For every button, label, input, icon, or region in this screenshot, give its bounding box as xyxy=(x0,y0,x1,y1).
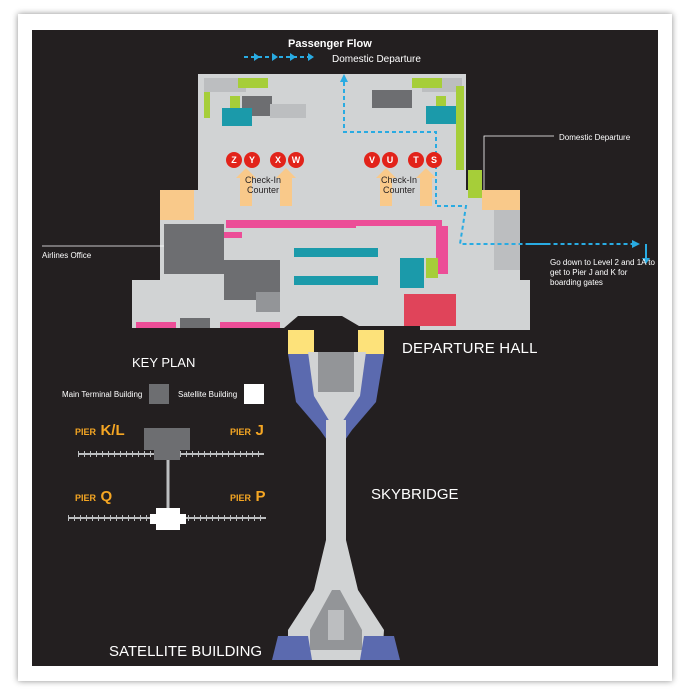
zone-marker: V xyxy=(364,152,380,168)
key-main-terminal-shape xyxy=(144,428,190,450)
key-main-terminal-label: Main Terminal Building xyxy=(62,390,143,399)
map-title: Passenger Flow xyxy=(288,38,372,50)
pier-q-label: PIER Q xyxy=(75,488,113,505)
pink-counter-row-top xyxy=(226,220,356,228)
skybridge-corridor xyxy=(326,420,346,550)
legend-label: Domestic Departure xyxy=(332,54,421,65)
satellite-building-label: SATELLITE BUILDING xyxy=(109,643,263,660)
departure-seating-2 xyxy=(294,276,378,285)
zone-marker: Z xyxy=(226,152,242,168)
terminal-map: Z Y X W V U T S Check-In Counter Check-I… xyxy=(32,30,658,666)
key-main-terminal-swatch xyxy=(149,384,169,404)
zone-marker: Y xyxy=(244,152,260,168)
retail-green-left xyxy=(204,92,210,118)
zone-marker: X xyxy=(270,152,286,168)
departure-hall-label: DEPARTURE HALL xyxy=(402,340,538,357)
key-satellite-label: Satellite Building xyxy=(178,390,238,399)
pier-j-label: PIER J xyxy=(230,422,264,439)
floor-plan xyxy=(42,53,650,660)
check-in-island-left xyxy=(236,168,256,206)
key-satellite-swatch xyxy=(244,384,264,404)
pier-p-label: PIER P xyxy=(230,488,266,505)
flow-path xyxy=(343,82,632,245)
check-in-label-right: Check-In Counter xyxy=(380,175,417,195)
check-in-label-left: Check-In Counter xyxy=(244,175,281,195)
zone-marker: S xyxy=(426,152,442,168)
skybridge-label: SKYBRIDGE xyxy=(371,486,459,503)
pier-kl-label: PIER K/L xyxy=(75,422,125,439)
airlines-office-label: Airlines Office xyxy=(42,251,92,260)
check-in-island-right xyxy=(376,168,396,206)
go-down-note: Go down to Level 2 and 1A to get to Pier… xyxy=(550,258,655,287)
zone-marker: W xyxy=(288,152,304,168)
airlines-office-block xyxy=(164,224,224,274)
zone-marker: U xyxy=(382,152,398,168)
zone-marker: T xyxy=(408,152,424,168)
retail-green-right xyxy=(456,86,464,170)
departure-seating-1 xyxy=(294,248,378,257)
domestic-departure-label: Domestic Departure xyxy=(559,133,631,142)
key-plan-title: KEY PLAN xyxy=(132,355,196,370)
red-room xyxy=(404,294,456,326)
